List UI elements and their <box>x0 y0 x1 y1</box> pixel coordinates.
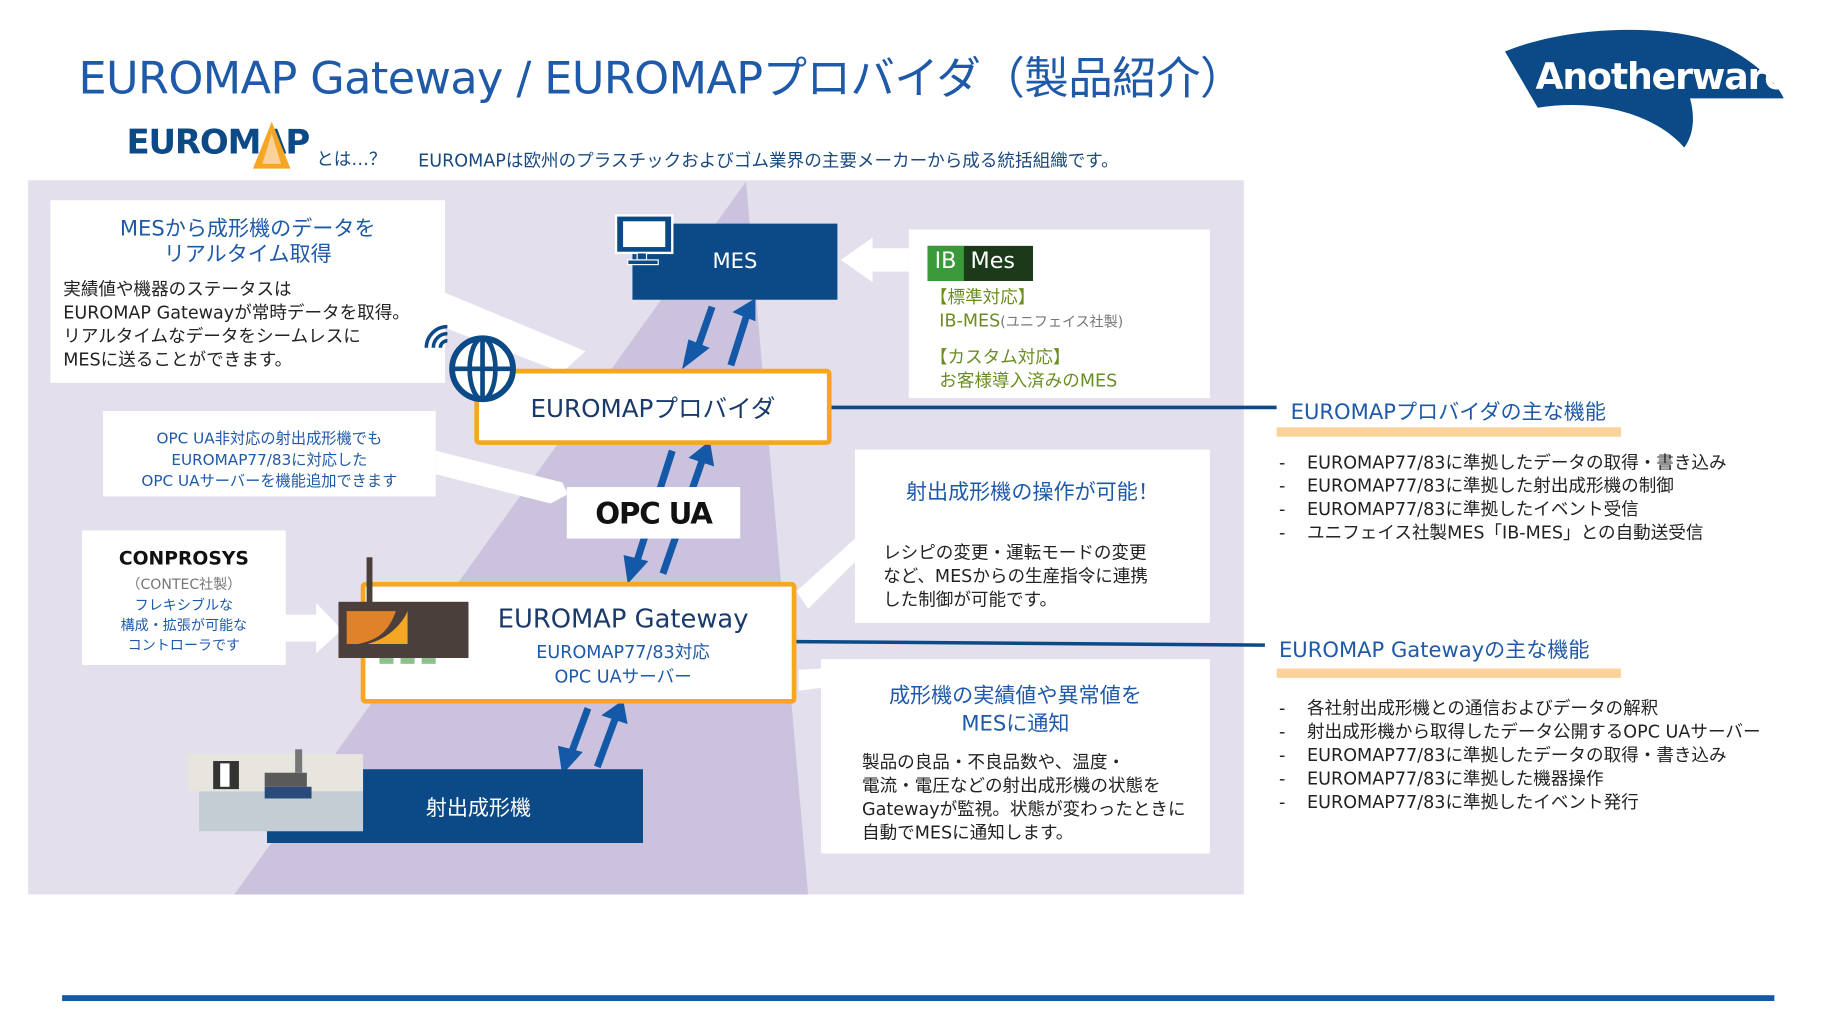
anotherware-logo: Anotherware <box>1503 26 1790 149</box>
callout-title: 射出成形機の操作が可能！ <box>905 480 1159 505</box>
callout-line: コントローラです <box>127 636 241 654</box>
callout-line: フレキシブルな <box>134 597 234 614</box>
arrow-up-machine-gw <box>594 715 620 769</box>
gateway-sub: OPC UAサーバー <box>554 666 692 688</box>
callout-title: リアルタイム取得 <box>163 242 332 267</box>
callout-arrow-opcua <box>435 450 569 504</box>
conprosys-callout: CONPROSYS （CONTEC社製） フレキシブルな 構成・拡張が可能な コ… <box>81 530 286 666</box>
euromap-logo: EUROMAP <box>126 121 313 174</box>
ibmes-custom-label: 【カスタム対応】 <box>929 346 1071 368</box>
euromap-provider-node: EUROMAPプロバイダ <box>474 368 832 445</box>
callout-line: 自動でMESに通知します。 <box>862 821 1074 843</box>
gateway-title: EUROMAP Gateway <box>497 605 749 635</box>
list-item: 射出成形機から取得したデータ公開するOPC UAサーバー <box>1279 720 1760 743</box>
callout-arrow-mes <box>445 292 586 373</box>
gateway-features-heading: EUROMAP Gatewayの主な機能 <box>1278 638 1590 663</box>
ibmes-callout: IB Mes 【標準対応】 IB-MES(ユニフェイス社製) 【カスタム対応】 … <box>908 229 1210 399</box>
ibmes-logo-mes: Mes <box>970 248 1015 274</box>
list-item: EUROMAP77/83に準拠した機器操作 <box>1279 767 1761 790</box>
callout-arrow-ibmes <box>840 237 909 283</box>
provider-label: EUROMAPプロバイダ <box>530 393 776 423</box>
monitor-icon <box>614 214 674 266</box>
callout-title: MESに通知 <box>961 711 1070 737</box>
callout-line: Gatewayが監視。状態が変わったときに <box>862 798 1186 820</box>
intro-question: とは…？ <box>316 148 387 170</box>
list-item: ユニフェイス社製MES「IB-MES」との自動送受信 <box>1279 521 1727 544</box>
arrow-up-provider-mes <box>727 312 751 367</box>
ibmes-std-value: IB-MES <box>939 310 1001 332</box>
callout-line: 電流・電圧などの射出成形機の状態を <box>862 775 1161 797</box>
notify-callout: 成形機の実績値や異常値を MESに通知 製品の良品・不良品数や、温度・ 電流・電… <box>821 659 1210 854</box>
list-item: EUROMAP77/83に準拠したイベント受信 <box>1279 498 1727 521</box>
opcua-logo: OPC UA <box>595 495 713 530</box>
machine-label: 射出成形機 <box>425 795 532 821</box>
ibmes-logo: IB Mes <box>927 245 1033 281</box>
callout-line: OPC UAサーバーを機能追加できます <box>141 473 398 491</box>
provider-features-list: EUROMAP77/83に準拠したデータの取得・書き込み EUROMAP77/8… <box>1279 451 1727 545</box>
ibmes-logo-ib: IB <box>927 245 964 281</box>
gateway-features-underline <box>1276 668 1621 678</box>
bottom-rule <box>62 995 1775 1002</box>
conprosys-logo: CONPROSYS <box>118 546 249 570</box>
callout-arrow-conprosys <box>285 602 342 654</box>
euromap-a-icon <box>252 121 291 169</box>
callout-line: など、MESからの生産指令に連携 <box>883 565 1149 587</box>
callout-title: 成形機の実績値や異常値を <box>888 683 1142 709</box>
callout-title: MESから成形機のデータを <box>119 216 376 242</box>
callout-arrow-operation <box>796 538 855 609</box>
ibmes-std-label: 【標準対応】 <box>929 286 1036 308</box>
callout-line: レシピの変更・運転モードの変更 <box>883 542 1147 564</box>
callout-line: した制御が可能です。 <box>883 588 1058 610</box>
focus-triangle <box>234 181 809 895</box>
callout-line: MESに送ることができます。 <box>63 348 293 370</box>
opcua-add-callout: OPC UA非対応の射出成形機でも EUROMAP77/83に対応した OPC … <box>103 410 436 497</box>
provider-features-heading: EUROMAPプロバイダの主な機能 <box>1290 400 1606 426</box>
callout-line: OPC UA非対応の射出成形機でも <box>156 430 383 449</box>
injection-machine-icon <box>187 749 364 832</box>
list-item: EUROMAP77/83に準拠したデータの取得・書き込み <box>1279 743 1761 766</box>
conprosys-maker: （CONTEC社製） <box>126 576 242 593</box>
callout-line: EUROMAP77/83に対応した <box>171 451 368 470</box>
ibmes-custom-value: お客様導入済みのMES <box>939 369 1118 392</box>
callout-line: リアルタイムなデータをシームレスに <box>63 325 361 347</box>
gateway-sub: EUROMAP77/83対応 <box>536 641 710 663</box>
ibmes-std-maker: (ユニフェイス社製) <box>1000 313 1124 331</box>
gateway-device-icon <box>338 557 469 664</box>
provider-features-underline <box>1276 427 1621 437</box>
gateway-features-list: 各社射出成形機との通信およびデータの解釈 射出成形機から取得したデータ公開するO… <box>1279 697 1761 814</box>
mes-realtime-callout: MESから成形機のデータを リアルタイム取得 実績値や機器のステータスは EUR… <box>50 200 446 383</box>
intro-description: EUROMAPは欧州のプラスチックおよびゴム業界の主要メーカーから成る統括組織で… <box>418 149 1119 171</box>
globe-wifi-icon <box>424 324 516 403</box>
operation-callout: 射出成形機の操作が可能！ レシピの変更・運転モードの変更 など、MESからの生産… <box>854 449 1210 623</box>
anotherware-logo-text: Anotherware <box>1535 56 1788 99</box>
callout-line: EUROMAP Gatewayが常時データを取得。 <box>63 302 410 324</box>
list-item: EUROMAP77/83に準拠した射出成形機の制御 <box>1279 474 1727 497</box>
list-item: 各社射出成形機との通信およびデータの解釈 <box>1279 697 1761 720</box>
callout-line: 構成・拡張が可能な <box>120 617 248 634</box>
opcua-logo-box: OPC UA <box>566 487 741 539</box>
callout-line: 製品の良品・不良品数や、温度・ <box>862 751 1126 773</box>
list-item: EUROMAP77/83に準拠したイベント発行 <box>1279 790 1761 813</box>
mes-label: MES <box>712 249 758 274</box>
list-item: EUROMAP77/83に準拠したデータの取得・書き込み <box>1279 451 1726 474</box>
page-title: EUROMAP Gateway / EUROMAPプロバイダ（製品紹介） <box>78 52 1244 105</box>
callout-line: 実績値や機器のステータスは <box>63 278 292 300</box>
gateway-feature-connector <box>796 639 1265 647</box>
